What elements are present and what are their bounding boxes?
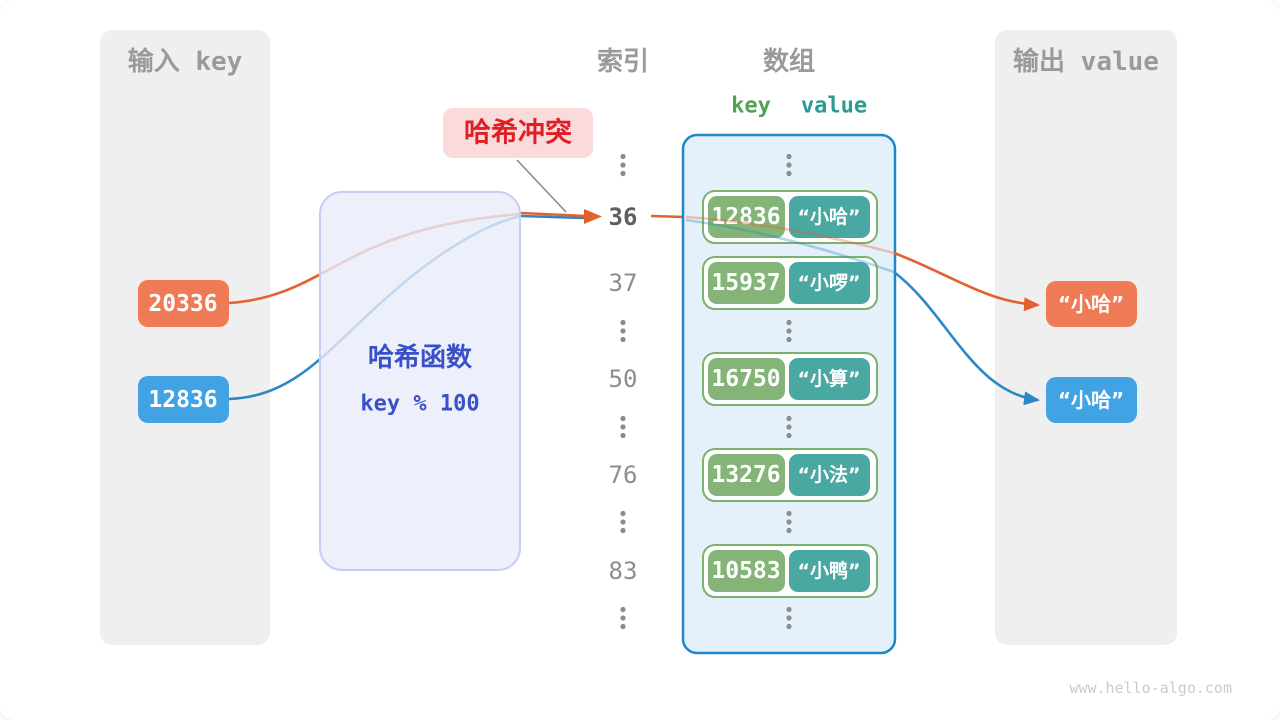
index-83: 83 [609,557,638,585]
row-value: “小算” [798,367,861,390]
index-36: 36 [609,203,638,231]
flow-line-index-to-array [650,214,686,219]
index-column-title: 索引 [597,47,649,77]
input-key-orange: 20336 [148,291,217,317]
hash-function-box [319,191,521,571]
input-key-blue: 12836 [148,387,217,413]
array-row-0: 12836 “小哈” [702,190,878,244]
output-panel [995,30,1177,645]
array-row-1: 15937 “小啰” [702,256,878,310]
flow-line-orange-through-array [685,215,895,255]
array-panel-title: 数组 [763,46,815,77]
row-key: 15937 [711,270,780,296]
index-37: 37 [609,269,638,297]
flow-line-orange-to-index [520,211,587,218]
array-row-2: 16750 “小算” [702,352,878,406]
row-key: 10583 [711,558,780,584]
row-value: “小哈” [798,205,861,228]
flow-line-orange-to-output [893,251,1040,312]
array-row-4: 10583 “小鸭” [702,544,878,598]
row-value: “小啰” [798,272,861,294]
row-value: “小法” [798,463,861,486]
site-url: www.hello-algo.com [1069,679,1232,697]
output-panel-title: 输出 value [1013,46,1159,77]
key-column-header: key [731,94,771,119]
array-row-3: 13276 “小法” [702,448,878,502]
output-value-box-blue [1046,377,1137,423]
input-key-box-orange [138,280,229,327]
output-value-orange: “小哈” [1058,292,1124,316]
input-key-box-blue [138,376,229,423]
output-value-blue: “小哈” [1058,388,1124,412]
flow-line-blue-through-array [685,218,895,274]
value-column-header: value [801,94,867,119]
hash-function-formula: key % 100 [360,392,479,417]
flow-line-blue-to-index [520,214,585,220]
output-value-box-orange [1046,281,1137,327]
input-panel-title: 输入 key [128,46,243,77]
hash-function-title: 哈希函数 [368,342,473,373]
index-50: 50 [609,365,638,393]
index-76: 76 [609,461,638,489]
arrowhead-to-index-36 [584,209,602,224]
input-panel [100,30,270,645]
collision-label: 哈希冲突 [464,117,572,149]
row-key: 13276 [711,462,780,488]
collision-pointer-line [516,159,567,213]
row-value: “小鸭” [798,559,861,582]
flow-line-blue-to-output [893,270,1040,406]
row-key: 12836 [711,204,780,230]
row-key: 16750 [711,366,780,392]
collision-label-box [443,108,593,158]
